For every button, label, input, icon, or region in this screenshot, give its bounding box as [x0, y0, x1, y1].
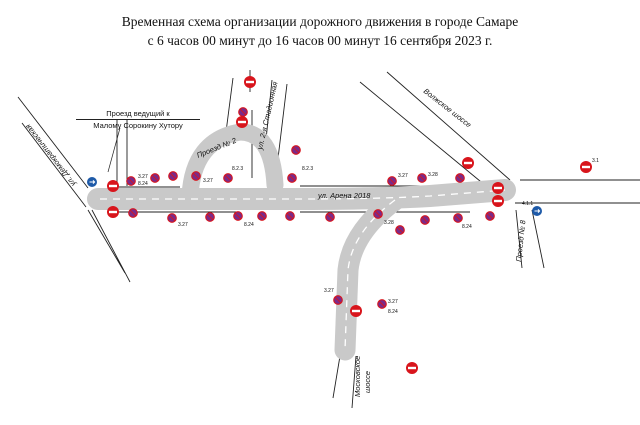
no-parking-sign-icon [257, 211, 267, 221]
no-parking-sign-icon [238, 107, 248, 117]
sign-code: 4.1.1 [522, 201, 533, 207]
no-parking-sign-icon [191, 171, 201, 181]
sign-code: 3.28 [384, 220, 394, 226]
note-access-road: Проезд ведущий к Малому Сорокину Хутору [76, 109, 200, 131]
no-parking-sign-icon [373, 209, 383, 219]
no-parking-sign-icon [287, 173, 297, 183]
no-parking-sign-icon [128, 208, 138, 218]
sign-code: 3.27 [388, 299, 398, 305]
no-entry-sign-icon [236, 116, 248, 128]
no-parking-sign-icon [291, 145, 301, 155]
mandatory-direction-sign-icon [86, 176, 98, 188]
no-parking-sign-icon [395, 225, 405, 235]
no-parking-sign-icon [126, 176, 136, 186]
sign-code: 3.27 [178, 222, 188, 228]
no-parking-sign-icon [285, 211, 295, 221]
no-parking-sign-icon [485, 211, 495, 221]
street-outlines [17, 70, 640, 409]
road-moskovskoe-curve [334, 189, 406, 361]
sign-code: 3.1 [592, 158, 599, 164]
no-entry-sign-icon [462, 157, 474, 169]
no-entry-sign-icon [244, 76, 256, 88]
no-parking-sign-icon [417, 173, 427, 183]
affected-roads [87, 123, 516, 361]
label-moskovskoe: Московское [353, 356, 362, 397]
note-line2: Малому Сорокину Хутору [76, 119, 200, 131]
no-entry-sign-icon [580, 161, 592, 173]
no-entry-sign-icon [406, 362, 418, 374]
sign-code: 8.24 [244, 222, 254, 228]
lane-markings [100, 189, 506, 351]
sign-code: 3.28 [428, 172, 438, 178]
no-entry-sign-icon [107, 180, 119, 192]
sign-code: 8.2.3 [232, 166, 243, 172]
no-parking-sign-icon [150, 173, 160, 183]
sign-code: 3.27 [203, 178, 213, 184]
no-parking-sign-icon [420, 215, 430, 225]
no-parking-sign-icon [387, 176, 397, 186]
no-entry-sign-icon [107, 206, 119, 218]
no-parking-sign-icon [377, 299, 387, 309]
sign-code: 3.27 [138, 174, 148, 180]
no-entry-sign-icon [492, 182, 504, 194]
no-entry-sign-icon [492, 195, 504, 207]
sign-code-captions: 3.27 8.24 3.27 8.2.3 8.2.3 3.27 3.28 3.2… [138, 158, 599, 315]
note-leader-line [107, 127, 121, 173]
no-parking-sign-icon [233, 211, 243, 221]
no-entry-sign-icon [350, 305, 362, 317]
map-title-line1: Временная схема организации дорожного дв… [121, 14, 519, 29]
sign-code: 3.27 [324, 288, 334, 294]
no-parking-sign-icon [167, 213, 177, 223]
label-ul-demokraticheskaya: ул. Демократическая [23, 122, 78, 189]
road-proezd-2-loop [181, 123, 284, 205]
no-parking-sign-icon [333, 295, 343, 305]
no-parking-sign-icon [205, 212, 215, 222]
sign-code: 8.24 [138, 181, 148, 187]
note-line1: Проезд ведущий к [106, 109, 170, 118]
mandatory-direction-sign-icon [531, 205, 543, 217]
no-parking-sign-icon [168, 171, 178, 181]
no-parking-sign-icon [453, 213, 463, 223]
sign-code: 3.27 [398, 173, 408, 179]
label-proezd-8: Проезд № 8 [514, 219, 527, 262]
map-title-line2: с 6 часов 00 минут до 16 часов 00 минут … [147, 33, 493, 48]
label-shosse: шоссе [363, 371, 372, 393]
label-volzhskoe-shosse: Волжское шоссе [422, 86, 473, 129]
no-parking-sign-icon [325, 212, 335, 222]
no-parking-sign-icon [455, 173, 465, 183]
sign-code: 8.24 [462, 224, 472, 230]
no-parking-sign-icon [223, 173, 233, 183]
sign-code: 8.2.3 [302, 166, 313, 172]
label-ul-arena: ул. Арена 2018 [317, 191, 371, 200]
sign-code: 8.24 [388, 309, 398, 315]
